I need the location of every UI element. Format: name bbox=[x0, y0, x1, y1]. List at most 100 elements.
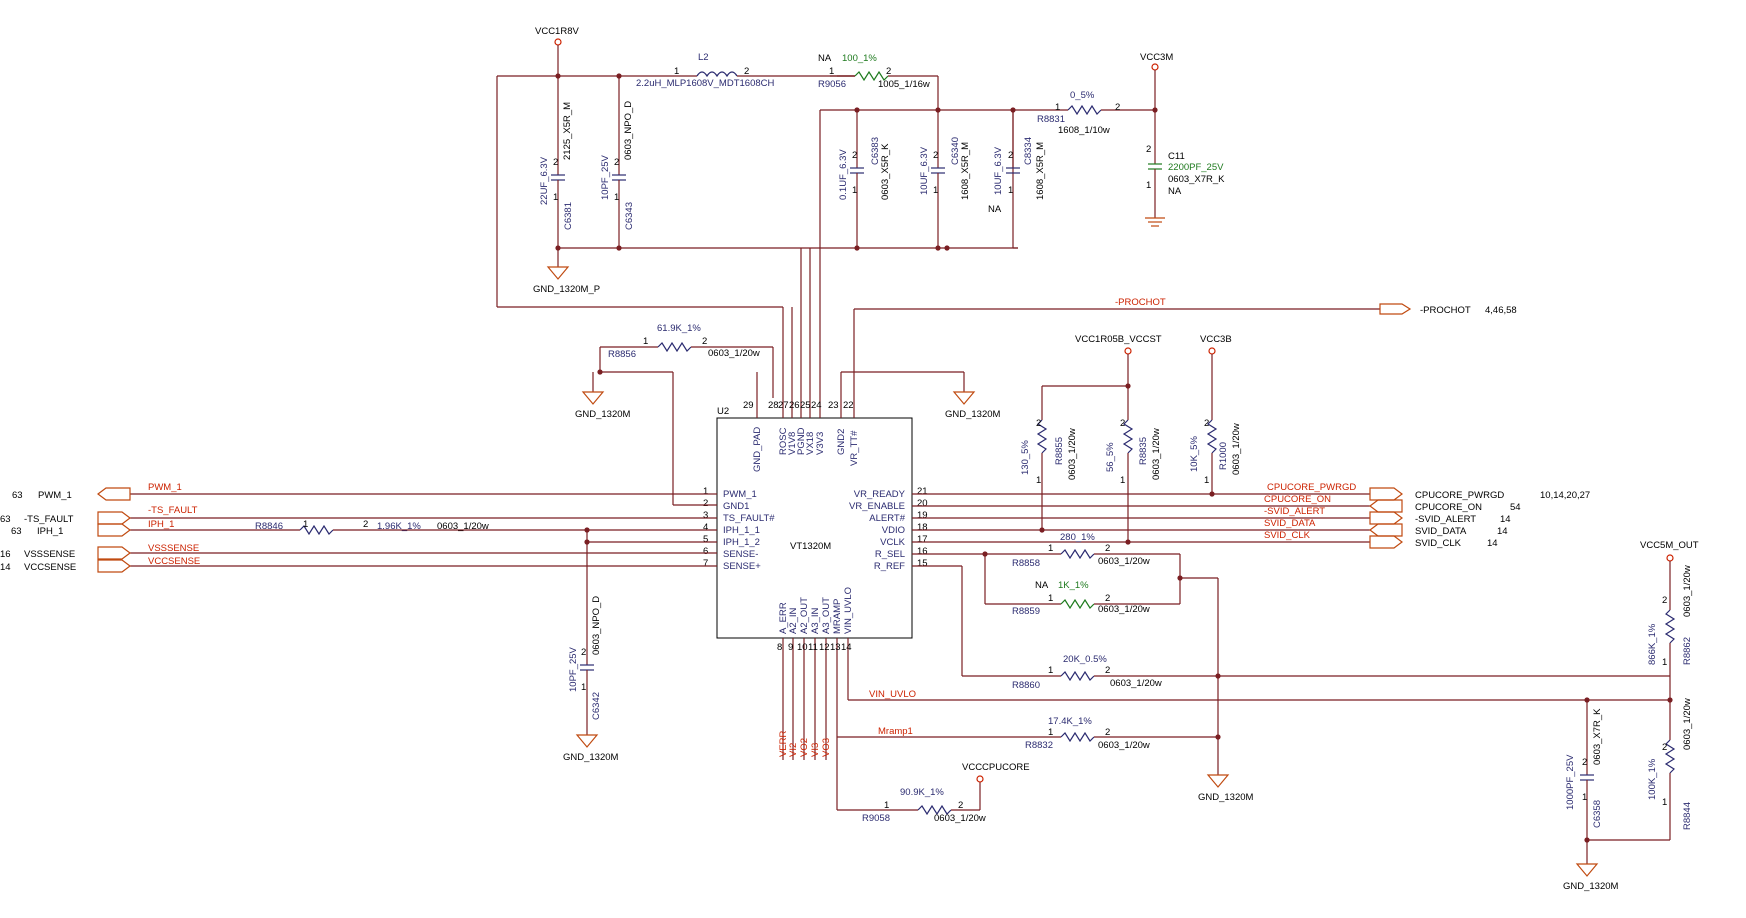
svg-text:1: 1 bbox=[614, 192, 619, 203]
svg-text:0603_1/20w: 0603_1/20w bbox=[1231, 423, 1242, 475]
svg-text:TS_FAULT#: TS_FAULT# bbox=[723, 513, 775, 524]
svg-text:0603_NPO_D: 0603_NPO_D bbox=[591, 596, 602, 655]
svg-text:0603_X7R_K: 0603_X7R_K bbox=[1592, 708, 1603, 765]
svg-text:VDIO: VDIO bbox=[882, 525, 905, 536]
svg-text:54: 54 bbox=[1510, 502, 1521, 513]
svg-text:1: 1 bbox=[303, 519, 308, 530]
svg-text:23: 23 bbox=[828, 400, 839, 411]
c6383-ref: C6383 bbox=[870, 137, 881, 165]
svg-text:18: 18 bbox=[917, 522, 928, 533]
svg-text:GND_PAD: GND_PAD bbox=[752, 427, 763, 472]
l2-value: 2.2uH_MLP1608V_MDT1608CH bbox=[636, 78, 774, 89]
svg-text:VR_TT#: VR_TT# bbox=[849, 430, 860, 466]
svg-text:SVID_DATA: SVID_DATA bbox=[1415, 526, 1467, 537]
svg-text:0603_1/20w: 0603_1/20w bbox=[1682, 565, 1693, 617]
svg-text:20: 20 bbox=[917, 498, 928, 509]
svg-text:ALERT#: ALERT# bbox=[869, 513, 905, 524]
svg-text:1: 1 bbox=[553, 192, 558, 203]
svg-text:2: 2 bbox=[933, 150, 938, 161]
svg-text:2: 2 bbox=[1105, 665, 1110, 676]
svg-text:A_ERR: A_ERR bbox=[778, 602, 789, 634]
svg-text:MRAMP: MRAMP bbox=[832, 599, 843, 634]
vcc3m-label: VCC3M bbox=[1140, 52, 1173, 63]
svg-text:1: 1 bbox=[1048, 543, 1053, 554]
svg-text:1: 1 bbox=[933, 185, 938, 196]
svg-text:-SVID_ALERT: -SVID_ALERT bbox=[1415, 514, 1476, 525]
svg-text:2: 2 bbox=[1115, 102, 1120, 113]
svg-text:20K_0.5%: 20K_0.5% bbox=[1063, 654, 1107, 665]
svg-text:2: 2 bbox=[1036, 418, 1041, 429]
svg-text:SVID_DATA: SVID_DATA bbox=[1264, 518, 1316, 529]
svg-text:1: 1 bbox=[674, 66, 679, 77]
resistor-r8831: 0_5% 1 2 R8831 1608_1/10w bbox=[1037, 90, 1155, 136]
svg-text:VIN_UVLO: VIN_UVLO bbox=[843, 587, 854, 634]
r9056-na: NA bbox=[818, 53, 832, 64]
capacitor-c8334: 2 1 10UF_6.3V NA C8334 1608_X5R_M bbox=[988, 110, 1046, 215]
svg-text:CPUCORE_PWRGD: CPUCORE_PWRGD bbox=[1415, 490, 1504, 501]
svg-text:2: 2 bbox=[703, 498, 708, 509]
svg-text:2: 2 bbox=[1105, 727, 1110, 738]
svg-text:R1000: R1000 bbox=[1218, 442, 1229, 470]
svg-text:R_REF: R_REF bbox=[874, 561, 905, 572]
svg-text:100K_1%: 100K_1% bbox=[1647, 758, 1658, 800]
prochot-net: -PROCHOT -PROCHOT 4,46,58 bbox=[853, 297, 1517, 398]
svg-text:0603_1/20w: 0603_1/20w bbox=[1098, 556, 1150, 567]
svg-text:-TS_FAULT: -TS_FAULT bbox=[148, 505, 198, 516]
c11-ref: C11 bbox=[1168, 151, 1185, 162]
svg-text:8: 8 bbox=[777, 642, 782, 653]
c8334-na: NA bbox=[988, 204, 1002, 215]
r9056-ref: R9056 bbox=[818, 79, 846, 90]
r8856-ref: R8856 bbox=[608, 349, 636, 360]
svg-text:28: 28 bbox=[768, 400, 779, 411]
capacitor-c6342: 2 1 10PF_25V 0603_NPO_D C6342 GND_1320M bbox=[563, 596, 619, 763]
svg-text:3: 3 bbox=[703, 510, 708, 521]
svg-text:R8858: R8858 bbox=[1012, 558, 1040, 569]
svg-text:GND_1320M: GND_1320M bbox=[575, 409, 631, 420]
capacitor-c6383: 2 1 0.1UF_6.3V C6383 0603_X5R_K bbox=[838, 110, 891, 248]
svg-text:1: 1 bbox=[1036, 475, 1041, 486]
svg-text:1: 1 bbox=[852, 185, 857, 196]
resistor-r8856: 61.9K_1% 1 2 R8856 0603_1/20w bbox=[592, 323, 774, 505]
svg-text:VX18: VX18 bbox=[805, 432, 816, 455]
svg-text:4: 4 bbox=[703, 522, 708, 533]
svg-text:SENSE+: SENSE+ bbox=[723, 561, 761, 572]
svg-text:866K_1%: 866K_1% bbox=[1647, 623, 1658, 665]
svg-text:2: 2 bbox=[553, 157, 558, 168]
c11-na: NA bbox=[1168, 186, 1182, 197]
svg-text:1: 1 bbox=[1055, 102, 1060, 113]
svg-text:5: 5 bbox=[703, 534, 708, 545]
svg-text:CPUCORE_ON: CPUCORE_ON bbox=[1415, 502, 1482, 513]
resistor-r9056: NA 100_1% 1 2 R9056 1005_1/16w bbox=[818, 53, 938, 90]
r8856-pkg: 0603_1/20w bbox=[708, 348, 760, 359]
svg-text:SVID_CLK: SVID_CLK bbox=[1264, 530, 1311, 541]
svg-text:VCCSENSE: VCCSENSE bbox=[148, 556, 200, 567]
vcc1r8v-rail: VCC1R8V bbox=[496, 26, 784, 398]
svg-text:GND2: GND2 bbox=[836, 429, 847, 455]
c6343-value: 10PF_25V bbox=[600, 154, 611, 200]
svg-text:-TS_FAULT: -TS_FAULT bbox=[24, 514, 74, 525]
vcc1r8v-label: VCC1R8V bbox=[535, 26, 579, 37]
svg-text:90.9K_1%: 90.9K_1% bbox=[900, 787, 944, 798]
svg-text:10PF_25V: 10PF_25V bbox=[568, 646, 579, 692]
svg-text:12: 12 bbox=[819, 642, 830, 653]
svg-text:A3_OUT: A3_OUT bbox=[821, 597, 832, 634]
svg-text:GND_1320M: GND_1320M bbox=[1563, 881, 1619, 892]
svg-text:GND1: GND1 bbox=[723, 501, 749, 512]
c8334-value: 10UF_6.3V bbox=[993, 146, 1004, 195]
svg-text:2: 2 bbox=[1146, 144, 1151, 155]
svg-text:2: 2 bbox=[1662, 742, 1667, 753]
svg-text:10K_5%: 10K_5% bbox=[1189, 436, 1200, 472]
r9056-pkg: 1005_1/16w bbox=[878, 79, 930, 90]
svg-text:0603_1/20w: 0603_1/20w bbox=[1098, 740, 1150, 751]
svg-text:17: 17 bbox=[917, 534, 928, 545]
svg-text:IPH_1: IPH_1 bbox=[37, 526, 63, 537]
svg-text:0603_1/20w: 0603_1/20w bbox=[1110, 678, 1162, 689]
svg-text:CPUCORE_ON: CPUCORE_ON bbox=[1264, 494, 1331, 505]
svg-text:10,14,20,27: 10,14,20,27 bbox=[1540, 490, 1590, 501]
svg-text:VSSSENSE: VSSSENSE bbox=[24, 549, 75, 560]
svg-text:VI2: VI2 bbox=[788, 743, 799, 757]
svg-text:2: 2 bbox=[1120, 418, 1125, 429]
svg-text:1: 1 bbox=[1204, 475, 1209, 486]
svg-text:0603_1/20w: 0603_1/20w bbox=[934, 813, 986, 824]
